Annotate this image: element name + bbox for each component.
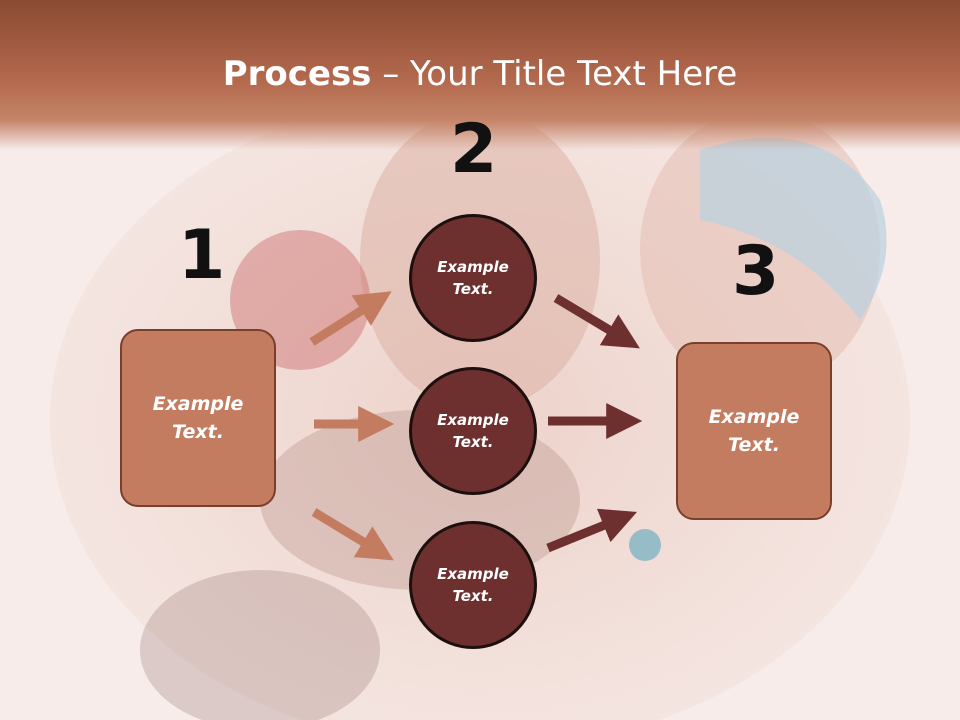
slide-title: Process – Your Title Text Here: [0, 54, 960, 94]
step-number-3: 3: [732, 232, 780, 311]
circle-1-text: Example Text.: [437, 257, 509, 299]
arrow-circle-3-to-3: [546, 508, 638, 553]
title-rest: – Your Title Text Here: [371, 54, 738, 94]
circle-3-text: Example Text.: [437, 564, 509, 606]
circle-2-text: Example Text.: [437, 410, 509, 452]
step-1-text: Example Text.: [152, 392, 244, 444]
title-bold: Process: [222, 54, 372, 94]
step-3-text: Example Text.: [708, 405, 800, 457]
circle-2: Example Text.: [409, 367, 537, 495]
arrow-1-to-circle-1: [309, 291, 392, 346]
arrow-1-to-circle-3: [311, 508, 394, 561]
arrow-circle-1-to-3: [553, 294, 640, 349]
step-number-1: 1: [178, 216, 226, 295]
step-3-box: Example Text.: [676, 342, 832, 520]
circle-1: Example Text.: [409, 214, 537, 342]
title-bar: [0, 0, 960, 150]
step-number-2: 2: [450, 110, 498, 189]
step-1-box: Example Text.: [120, 329, 276, 507]
circle-3: Example Text.: [409, 521, 537, 649]
